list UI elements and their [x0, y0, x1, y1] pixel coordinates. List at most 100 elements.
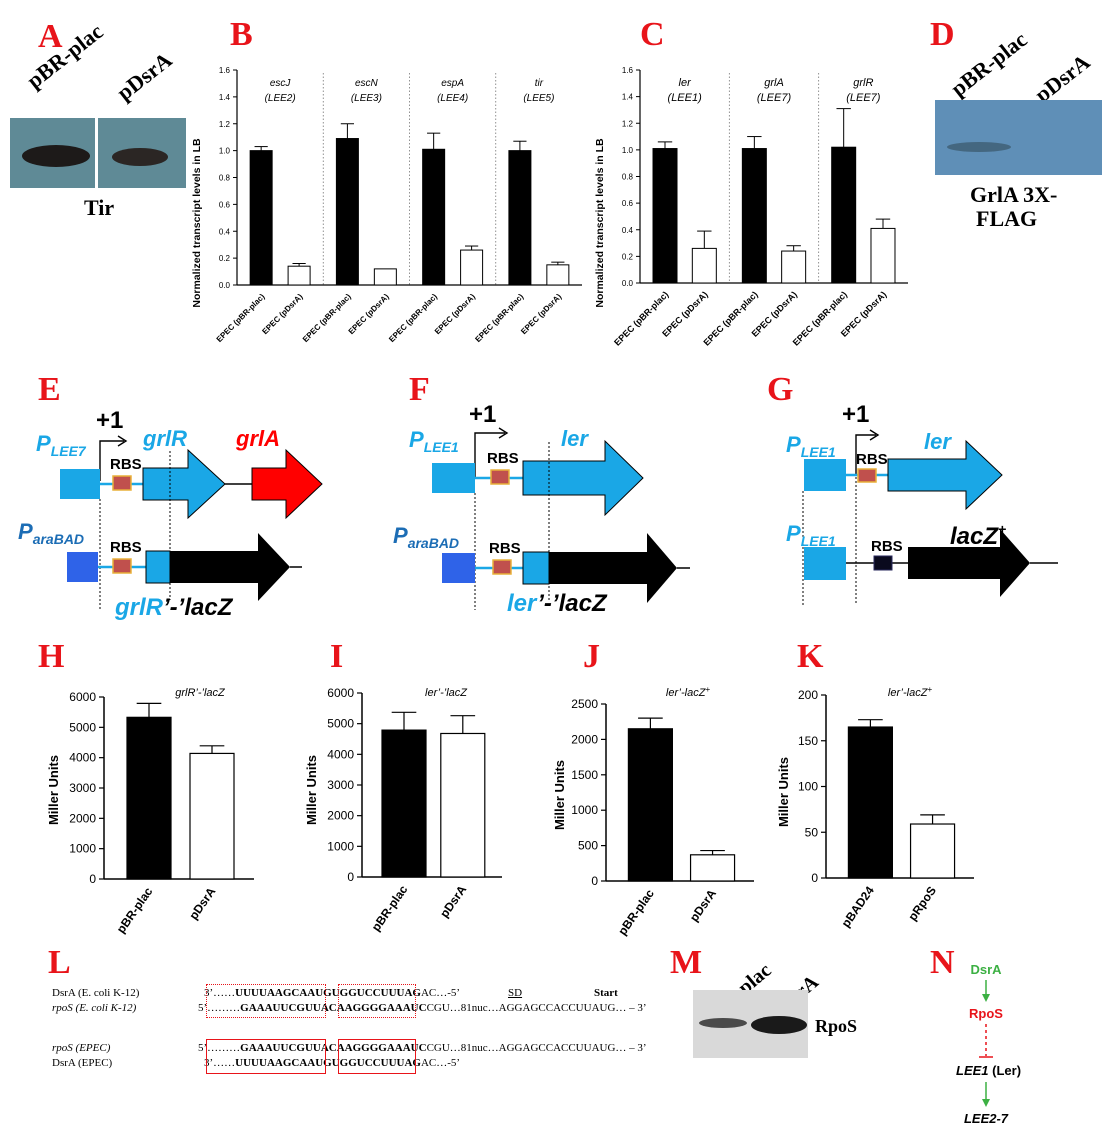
- panel-letter-c: C: [640, 16, 665, 53]
- alignment-l: DsrA (E. coli K-12) 3’……UUUUAAGCAAUGUGGU…: [52, 984, 672, 1075]
- chart-j: Miller Units ler’-lacZ+ 0500100015002000…: [552, 685, 754, 938]
- chartC-category-label: EPEC (pBR-plac): [701, 289, 759, 347]
- band-tir-pbr: [22, 145, 90, 167]
- chartH-ytick-label: 2000: [69, 811, 96, 825]
- chartB-bar: [422, 148, 446, 286]
- chartB-group-gene: escN: [355, 78, 379, 89]
- g-lacz-arrow: [908, 529, 1030, 597]
- chartK-ytick-label: 0: [811, 871, 818, 885]
- diagram-f: +1 PLEE1 RBS ler ParaBAD RBS ler’-’lacZ: [393, 401, 690, 617]
- f-promoter-label: PLEE1: [409, 427, 459, 455]
- panel-letter-h: H: [38, 638, 65, 675]
- e-rbs-box: [112, 475, 132, 491]
- chartC-bar: [831, 146, 857, 284]
- e-promoter-box: [60, 469, 100, 499]
- e-rbs2-box: [112, 558, 132, 574]
- panel-letter-e: E: [38, 371, 61, 408]
- g-rbs-box: [857, 468, 877, 483]
- l-row3-name: rpoS (EPEC): [52, 1042, 111, 1054]
- chartB-category-label: EPEC (pBR-plac): [301, 292, 353, 344]
- chartB-group-gene: espA: [441, 78, 464, 89]
- chartI-category-label: pBR-plac: [369, 882, 411, 933]
- chartB-group-operon: (LEE3): [351, 93, 382, 104]
- f-rbs2-label: RBS: [489, 540, 521, 557]
- chart-h-title: grlR’-’lacZ: [175, 687, 226, 699]
- chartH-ytick-label: 6000: [69, 690, 96, 704]
- chartB-ytick-label: 0.4: [219, 227, 231, 236]
- chartI-category-label: pDsrA: [437, 882, 469, 920]
- chartI-ytick-label: 0: [347, 870, 354, 884]
- chartJ-bar: [627, 728, 674, 882]
- chartC-group-operon: (LEE1): [668, 92, 703, 104]
- chartC-category-label: EPEC (pBR-plac): [612, 289, 670, 347]
- chartK-ytick-label: 100: [798, 780, 818, 794]
- chartC-group-gene: ler: [679, 77, 693, 89]
- chartJ-ytick-label: 1000: [571, 803, 598, 817]
- panel-letter-m: M: [670, 944, 703, 981]
- chartC-ytick-label: 1.2: [622, 119, 634, 128]
- chartB-category-label: EPEC (pBR-plac): [215, 292, 267, 344]
- chartI-bar: [381, 729, 427, 878]
- chartH-bar: [126, 716, 172, 880]
- g-lacz-label: lacZ+: [950, 521, 1006, 550]
- chartK-bar: [847, 726, 894, 879]
- chartB-ytick-label: 0.2: [219, 254, 231, 263]
- f-fusion-box: [522, 551, 550, 585]
- band-rpos-pdsra: [751, 1016, 807, 1034]
- chartC-ytick-label: 1.4: [622, 93, 634, 102]
- chart-k: Miller Units ler’-lacZ+ 050100150200pBAD…: [776, 685, 974, 930]
- chartJ-ytick-label: 500: [578, 839, 598, 853]
- blot-d-caption-1: GrlA 3X-: [970, 182, 1058, 207]
- western-blot-tir: [10, 118, 186, 188]
- f-ler-label: ler: [561, 426, 589, 451]
- chartH-ytick-label: 0: [89, 872, 96, 886]
- chartH-bar: [189, 752, 235, 880]
- chartH-ytick-label: 5000: [69, 720, 96, 734]
- chartI-ytick-label: 5000: [327, 717, 354, 731]
- chartB-ytick-label: 0.0: [219, 281, 231, 290]
- chartI-ytick-label: 3000: [327, 778, 354, 792]
- chartJ-category-label: pBR-plac: [615, 886, 657, 937]
- chartK-ytick-label: 150: [798, 734, 818, 748]
- chartB-bar: [287, 265, 311, 286]
- n-node-dsra: DsrA: [970, 962, 1002, 977]
- f-fusion-label: ler’-’lacZ: [507, 590, 608, 617]
- chartJ-ytick-label: 0: [591, 874, 598, 888]
- e-grla-arrow: [251, 448, 323, 520]
- chartC-ytick-label: 0.4: [622, 226, 634, 235]
- g-tss-label: +1: [842, 401, 869, 428]
- chart-b: Normalized transcript levels in LB 0.00.…: [191, 66, 582, 344]
- panel-letter-f: F: [409, 371, 430, 408]
- l-box-bot-1: [206, 1039, 326, 1074]
- chartB-bar: [546, 264, 570, 286]
- l-row4-seq: 3’……UUUUAAGCAAUGUGGUCCUUUAGAC…-5’: [204, 1057, 461, 1069]
- g-tss-arrow: [855, 434, 876, 475]
- chartC-ytick-label: 0.2: [622, 252, 634, 261]
- chartI-ytick-label: 1000: [327, 839, 354, 853]
- n-node-lee1: LEE1 (Ler): [956, 1063, 1021, 1078]
- f-lacz-arrow: [549, 533, 677, 603]
- chartB-group-operon: (LEE4): [437, 93, 468, 104]
- blot-d-caption-2: FLAG: [976, 206, 1038, 231]
- western-blot-grla: [935, 100, 1102, 175]
- l-sd-label: SD: [508, 987, 523, 999]
- chartB-ytick-label: 1.6: [219, 66, 231, 75]
- blot-a-caption: Tir: [84, 195, 115, 220]
- blot-m-caption: RpoS: [815, 1016, 858, 1036]
- chartC-group-operon: (LEE7): [846, 92, 881, 104]
- chartH-ytick-label: 3000: [69, 781, 96, 795]
- chartC-category-label: EPEC (pBR-plac): [791, 289, 849, 347]
- band-tir-pdsra: [112, 148, 168, 166]
- l-start-label: Start: [594, 987, 618, 999]
- chart-j-title: ler’-lacZ+: [666, 685, 711, 699]
- chartK-bar: [909, 823, 956, 879]
- chartC-ytick-label: 1.0: [622, 146, 634, 155]
- g-promoter-label: PLEE1: [786, 432, 836, 460]
- g-ler-arrow: [887, 439, 1003, 511]
- chart-i-ylabel: Miller Units: [304, 755, 319, 825]
- e-para-label: ParaBAD: [18, 519, 84, 547]
- chartI-ytick-label: 2000: [327, 809, 354, 823]
- panel-letter-g: G: [767, 371, 794, 408]
- chartB-group-operon: (LEE5): [523, 93, 554, 104]
- e-para-box: [67, 552, 98, 582]
